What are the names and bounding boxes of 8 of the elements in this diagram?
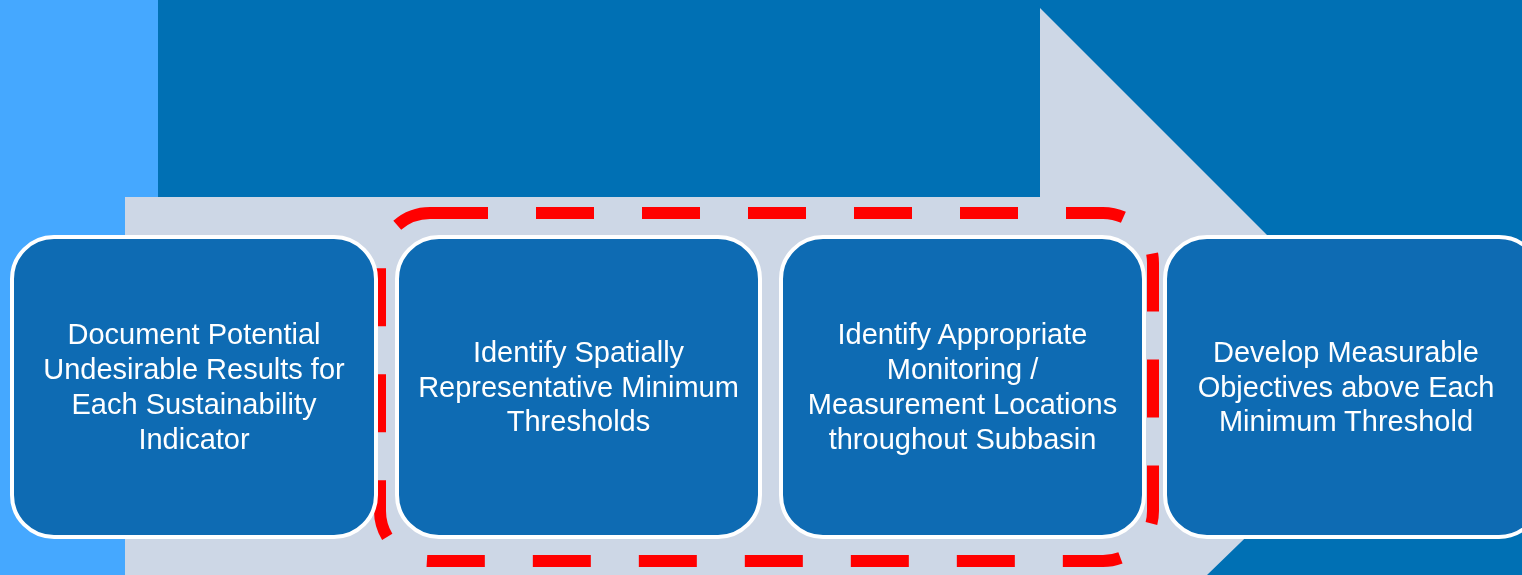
process-box: [395, 235, 762, 539]
process-box: [10, 235, 378, 539]
process-box: [1163, 235, 1522, 539]
step-text: Document Potential Undesirable Results for Each Sustainability Indicator: [42, 317, 346, 457]
step-text: Develop Measurable Objectives above Each Minimum Threshold: [1196, 334, 1496, 440]
step-text: Identify Spatially Representative Minimum Thresholds: [417, 334, 740, 440]
step-text: Identify Appropriate Monitoring / Measurement Locations throughout Subbasin: [806, 317, 1119, 457]
process-box: [779, 235, 1146, 539]
